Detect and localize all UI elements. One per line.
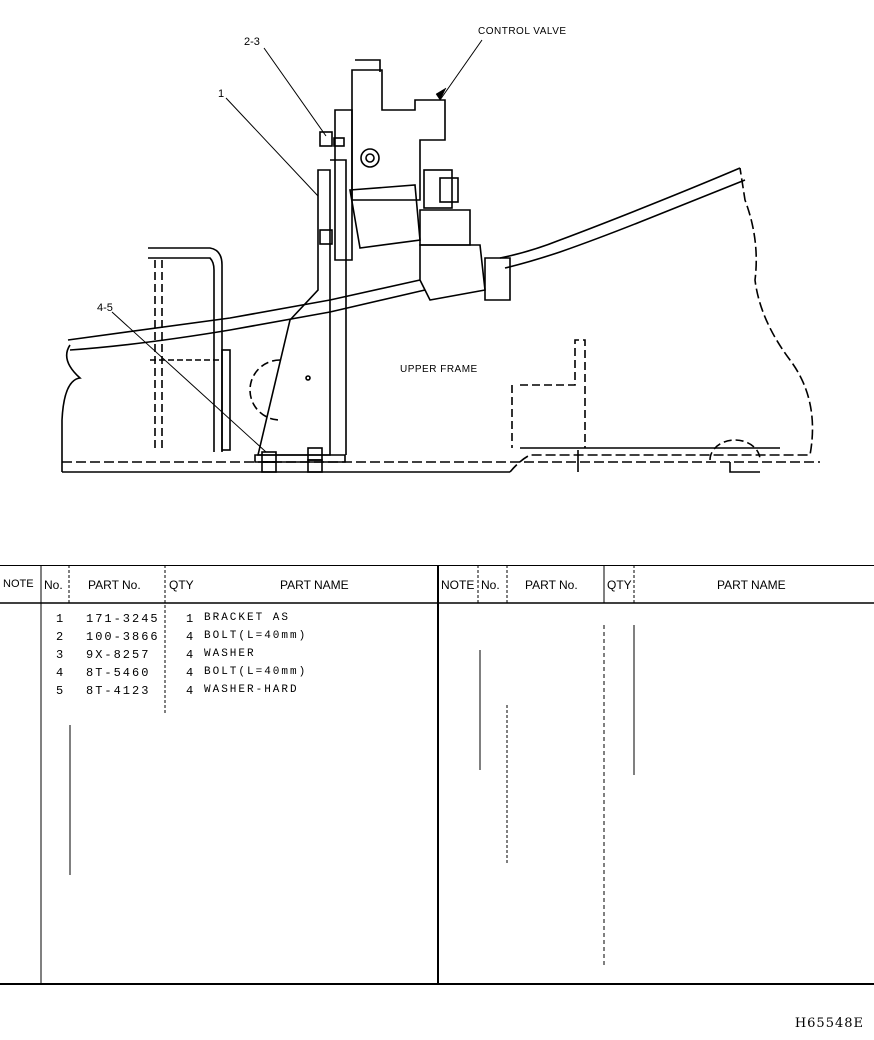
row-no: 2 (56, 630, 66, 644)
row-qty: 4 (186, 630, 196, 644)
row-no: 5 (56, 684, 66, 698)
leader-1 (225, 97, 319, 197)
row-part-name: WASHER-HARD (204, 684, 299, 696)
header-part-name-right: PART NAME (717, 578, 786, 592)
callout-4-5: 4-5 (97, 302, 113, 314)
leader-control-valve (439, 39, 483, 101)
bracket-plate (256, 169, 331, 456)
row-part-no: 9X-8257 (86, 648, 151, 662)
document-code: H65548E (794, 1016, 864, 1031)
row-part-name: BOLT(L=40mm) (204, 666, 308, 678)
control-valve-body (351, 69, 446, 201)
row-part-no: 8T-5460 (86, 666, 151, 680)
row-no: 3 (56, 648, 66, 662)
header-no-right: No. (481, 578, 500, 592)
callout-1: 1 (218, 88, 225, 100)
upper-frame-curve (509, 167, 814, 473)
header-qty-right: QTY (607, 578, 632, 592)
row-part-name: BOLT(L=40mm) (204, 630, 308, 642)
row-part-name: WASHER (204, 648, 256, 660)
row-no: 4 (56, 666, 66, 680)
assembly-drawing (61, 39, 820, 473)
row-no: 1 (56, 612, 66, 626)
header-part-name-left: PART NAME (280, 578, 349, 592)
parts-table-grid (0, 565, 874, 985)
header-note-left: NOTE (3, 578, 34, 590)
row-qty: 4 (186, 684, 196, 698)
control-valve-label: CONTROL VALVE (478, 26, 567, 37)
row-qty: 1 (186, 612, 196, 626)
row-part-no: 171-3245 (86, 612, 160, 626)
callout-2-3: 2-3 (244, 36, 260, 48)
header-note-right: NOTE (441, 578, 475, 592)
leader-4-5 (111, 311, 267, 453)
row-qty: 4 (186, 648, 196, 662)
header-part-no-left: PART No. (88, 578, 141, 592)
leader-2-3 (263, 47, 327, 137)
upper-frame-label: UPPER FRAME (400, 364, 478, 375)
header-no-left: No. (44, 578, 63, 592)
header-qty-left: QTY (169, 578, 194, 592)
row-part-no: 8T-4123 (86, 684, 151, 698)
row-part-name: BRACKET AS (204, 612, 291, 624)
handrail (148, 247, 223, 452)
row-part-no: 100-3866 (86, 630, 160, 644)
header-part-no-right: PART No. (525, 578, 578, 592)
row-qty: 4 (186, 666, 196, 680)
